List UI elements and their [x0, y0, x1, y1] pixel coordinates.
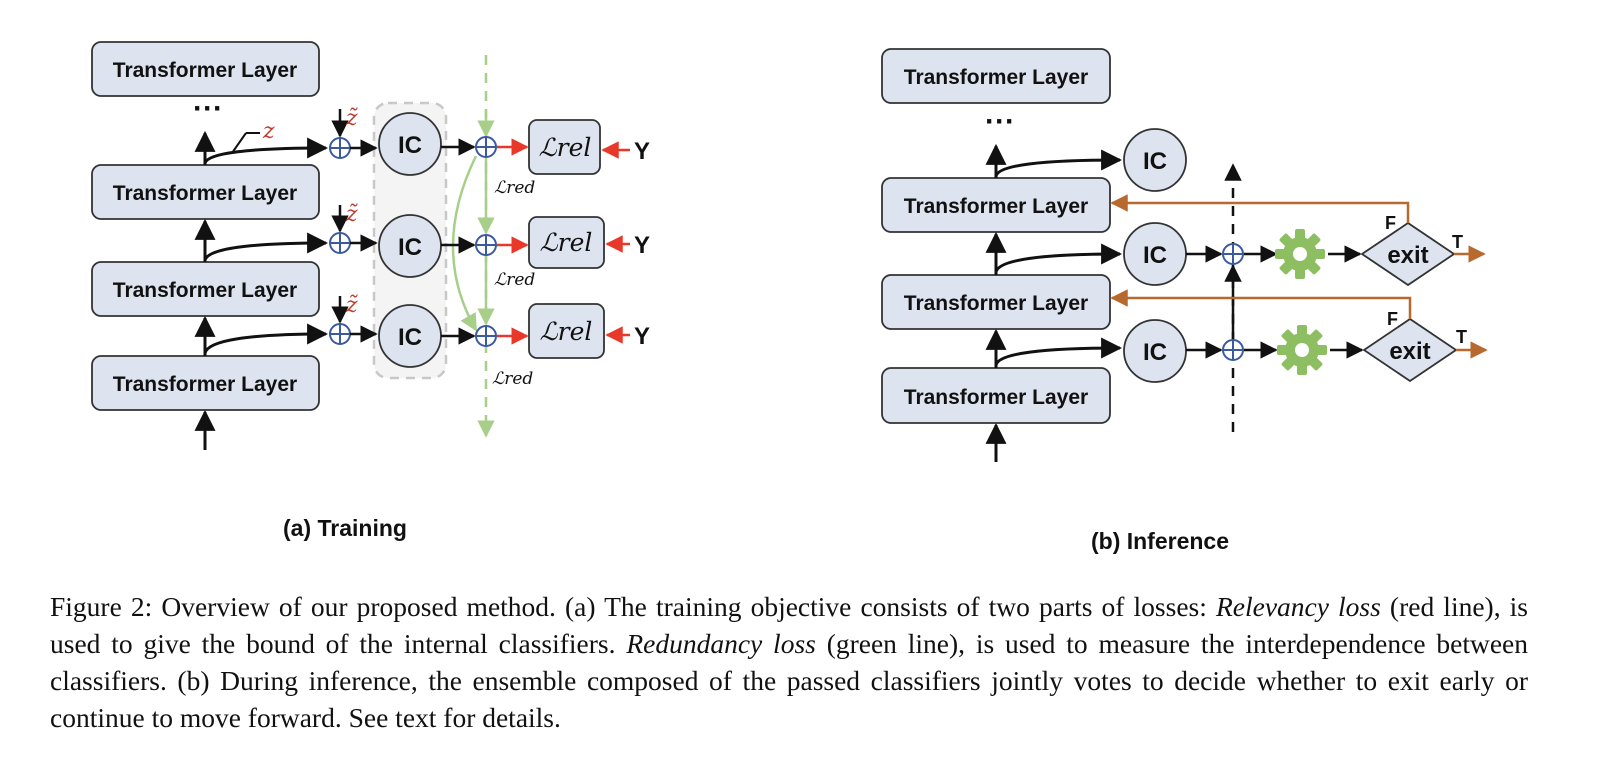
training-branch-3 — [203, 137, 329, 164]
inference-layer-3-label: Transformer Layer — [904, 195, 1088, 218]
loss-rel-label-1: ℒrel — [540, 317, 593, 346]
training-subcaption: (a) Training — [283, 515, 407, 541]
training-ensemble-oplus-2 — [475, 234, 497, 256]
training-ensemble-oplus-1 — [475, 325, 497, 347]
inference-layer-1-label: Transformer Layer — [904, 386, 1088, 409]
figure-caption: Figure 2: Overview of our proposed metho… — [50, 588, 1528, 736]
inference-dots: ··· — [985, 105, 1015, 138]
inference-subcaption: (b) Inference — [1091, 528, 1229, 554]
gear-icon — [1275, 229, 1325, 279]
training-layer-top — [91, 41, 320, 97]
true-label-2: T — [1452, 232, 1463, 252]
exit-false-loop-2 — [1110, 194, 1410, 223]
inference-ic-3-label: IC — [1143, 148, 1167, 175]
training-diagram: Transformer Layer Transformer Layer Tran… — [91, 41, 650, 541]
method-overview-figure: Transformer Layer Transformer Layer Tran… — [91, 41, 1488, 554]
training-layer-1-label: Transformer Layer — [113, 373, 297, 396]
inference-ic-2-label: IC — [1143, 242, 1167, 269]
y-label-2: Y — [634, 232, 650, 259]
inference-layer-2-label: Transformer Layer — [904, 292, 1088, 315]
caption-term-relevancy: Relevancy loss — [1215, 591, 1381, 622]
inference-branch-3 — [994, 149, 1123, 177]
inference-diagram: Transformer Layer Transformer Layer Tran… — [881, 48, 1488, 554]
inference-layer-top-label: Transformer Layer — [904, 66, 1088, 89]
training-oplus-1 — [329, 323, 351, 345]
inference-ic-3 — [1123, 128, 1187, 192]
redundancy-curve-long — [451, 155, 478, 332]
gear-icon — [1277, 325, 1327, 375]
true-label-1: T — [1456, 327, 1467, 347]
z-pointer-line — [231, 132, 247, 154]
training-ic-3 — [378, 112, 442, 176]
training-layer-3-label: Transformer Layer — [113, 182, 297, 205]
loss-red-label-3: ℒred — [494, 178, 535, 198]
loss-red-label-2: ℒred — [494, 270, 535, 290]
inference-branch-1 — [994, 337, 1123, 366]
training-layer-2-label: Transformer Layer — [113, 279, 297, 302]
training-branch-1 — [203, 323, 329, 354]
loss-rel-box-1 — [528, 303, 605, 359]
exit-false-loop-1 — [1110, 289, 1412, 319]
false-label-1: F — [1387, 309, 1398, 329]
loss-red-label-1: ℒred — [492, 369, 533, 389]
inference-layer-top — [881, 48, 1111, 104]
y-label-3: Y — [634, 138, 650, 165]
false-label-2: F — [1385, 213, 1396, 233]
loss-rel-label-2: ℒrel — [540, 228, 593, 257]
exit-decision-2-label: exit — [1387, 242, 1428, 269]
inference-oplus-1 — [1222, 339, 1244, 361]
z-tilde-label-2: z̃ — [345, 202, 358, 227]
inference-branch-2 — [994, 243, 1123, 273]
training-ensemble-oplus-3 — [475, 136, 497, 158]
z-label: z — [262, 119, 275, 144]
training-ic-2-label: IC — [398, 234, 422, 261]
training-ic-3-label: IC — [398, 132, 422, 159]
loss-rel-box-2 — [528, 216, 605, 269]
training-dots: ··· — [193, 92, 223, 125]
loss-rel-label-3: ℒrel — [539, 133, 592, 162]
caption-mid-1: (red line), is used to give the bound of… — [50, 591, 1529, 659]
training-oplus-3 — [329, 137, 351, 159]
loss-rel-box-3 — [528, 119, 601, 175]
training-branch-2 — [203, 232, 329, 261]
caption-term-redundancy: Redundancy loss — [626, 628, 816, 659]
z-tilde-label-1: z̃ — [345, 293, 358, 318]
y-label-1: Y — [634, 323, 650, 350]
training-layer-top-label: Transformer Layer — [113, 59, 297, 82]
z-tilde-label-3: z̃ — [345, 106, 358, 131]
caption-prefix: Figure 2: Overview of our proposed metho… — [50, 591, 1216, 622]
training-ic-1-label: IC — [398, 324, 422, 351]
inference-oplus-2 — [1222, 243, 1244, 265]
caption-mid-2: (green line), is used to measure the int… — [50, 628, 1528, 733]
exit-decision-1-label: exit — [1389, 338, 1430, 365]
inference-ic-1-label: IC — [1143, 339, 1167, 366]
training-oplus-2 — [329, 232, 351, 254]
